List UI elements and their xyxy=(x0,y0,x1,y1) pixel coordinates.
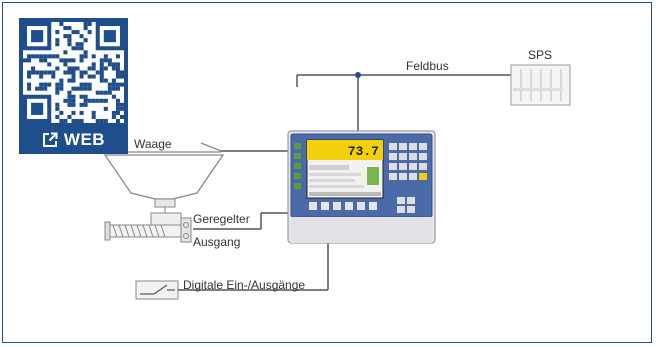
sps-module xyxy=(510,64,571,106)
sps-label: SPS xyxy=(528,48,553,62)
qr-code xyxy=(23,22,124,123)
feldbus-junction xyxy=(355,72,361,78)
diagram-frame: 73.7 xyxy=(2,2,652,343)
digital-io-switch xyxy=(135,280,179,300)
digitale-label: Digitale Ein-/Ausgänge xyxy=(183,278,306,292)
web-link-badge[interactable]: WEB xyxy=(19,126,128,154)
system-diagram: 73.7 xyxy=(103,64,571,300)
ausgang-label: Ausgang xyxy=(193,235,241,249)
external-link-icon xyxy=(42,132,58,147)
feldbus-label: Feldbus xyxy=(406,59,449,73)
screw-conveyor xyxy=(104,212,192,243)
hopper xyxy=(103,142,225,215)
weighing-terminal: 73.7 xyxy=(287,130,436,244)
waage-label: Waage xyxy=(134,137,172,151)
qr-code-pattern xyxy=(23,22,124,123)
qr-web-link[interactable]: WEB xyxy=(19,18,128,154)
geregelter-label: Geregelter xyxy=(193,212,250,226)
web-label: WEB xyxy=(63,130,106,149)
display-value: 73.7 xyxy=(348,144,379,159)
